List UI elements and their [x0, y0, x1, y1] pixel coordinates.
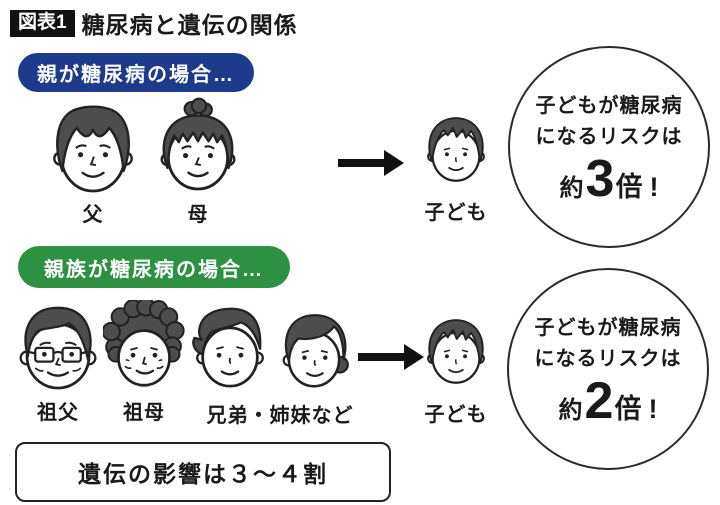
arrow-shaft [358, 353, 406, 361]
risk-circle-parents: 子どもが糖尿病 になるリスクは 約 3 倍 ! [508, 46, 710, 248]
risk-multiplier: 約 2 倍 ! [558, 371, 658, 430]
brother-icon [192, 307, 264, 388]
risk-text-line2: になるリスクは [535, 125, 683, 148]
child-label: 子ども [424, 202, 488, 224]
risk-text-line2: になるリスクは [534, 347, 682, 370]
mother-icon [160, 97, 236, 191]
badge-parents-case: 親が糖尿病の場合… [18, 53, 254, 92]
risk-value: 2 [584, 371, 614, 430]
child-icon [427, 319, 485, 384]
sister-icon [282, 314, 349, 388]
risk-prefix: 約 [558, 396, 583, 424]
grandfather-label: 祖父 [37, 402, 79, 424]
risk-suffix: 倍 [614, 393, 642, 424]
figure-number-tag: 図表1 [10, 9, 75, 37]
risk-text-line1: 子どもが糖尿病 [534, 316, 682, 339]
heredity-note-box: 遺伝の影響は３～４割 [15, 442, 391, 502]
child-icon [427, 117, 485, 182]
risk-text-line1: 子どもが糖尿病 [535, 94, 683, 117]
mother-label: 母 [187, 204, 209, 226]
risk-exclamation: ! [648, 393, 658, 424]
child-label: 子ども [424, 404, 488, 426]
grandmother-label: 祖母 [123, 402, 165, 424]
page-title: 糖尿病と遺伝の関係 [81, 12, 298, 38]
risk-suffix: 倍 [615, 171, 643, 202]
header: 図表1 糖尿病と遺伝の関係 [10, 6, 298, 40]
arrow-shaft [338, 159, 386, 167]
mother-figure: 母 [155, 96, 241, 227]
arrow-head [384, 150, 404, 176]
siblings-label: 兄弟・姉妹など [206, 405, 354, 427]
father-icon [53, 105, 133, 193]
grandmother-icon [103, 300, 185, 387]
arrow-head [404, 344, 424, 370]
sister-figure [275, 303, 353, 395]
arrow-icon [358, 344, 424, 370]
risk-value: 3 [585, 149, 615, 208]
child-figure-parents: 子ども [422, 104, 490, 225]
grandfather-icon [19, 306, 97, 390]
risk-multiplier: 約 3 倍 ! [559, 149, 659, 208]
father-label: 父 [82, 204, 104, 226]
grandfather-figure: 祖父 [17, 300, 99, 425]
brother-figure [189, 300, 271, 394]
father-figure: 父 [50, 100, 136, 227]
child-figure-relatives: 子ども [422, 306, 490, 427]
risk-circle-relatives: 子どもが糖尿病 になるリスクは 約 2 倍 ! [507, 268, 709, 470]
risk-exclamation: ! [649, 171, 659, 202]
badge-relatives-case: 親族が糖尿病の場合… [18, 246, 290, 288]
arrow-icon [338, 150, 404, 176]
grandmother-figure: 祖母 [103, 300, 185, 425]
risk-prefix: 約 [559, 174, 584, 202]
